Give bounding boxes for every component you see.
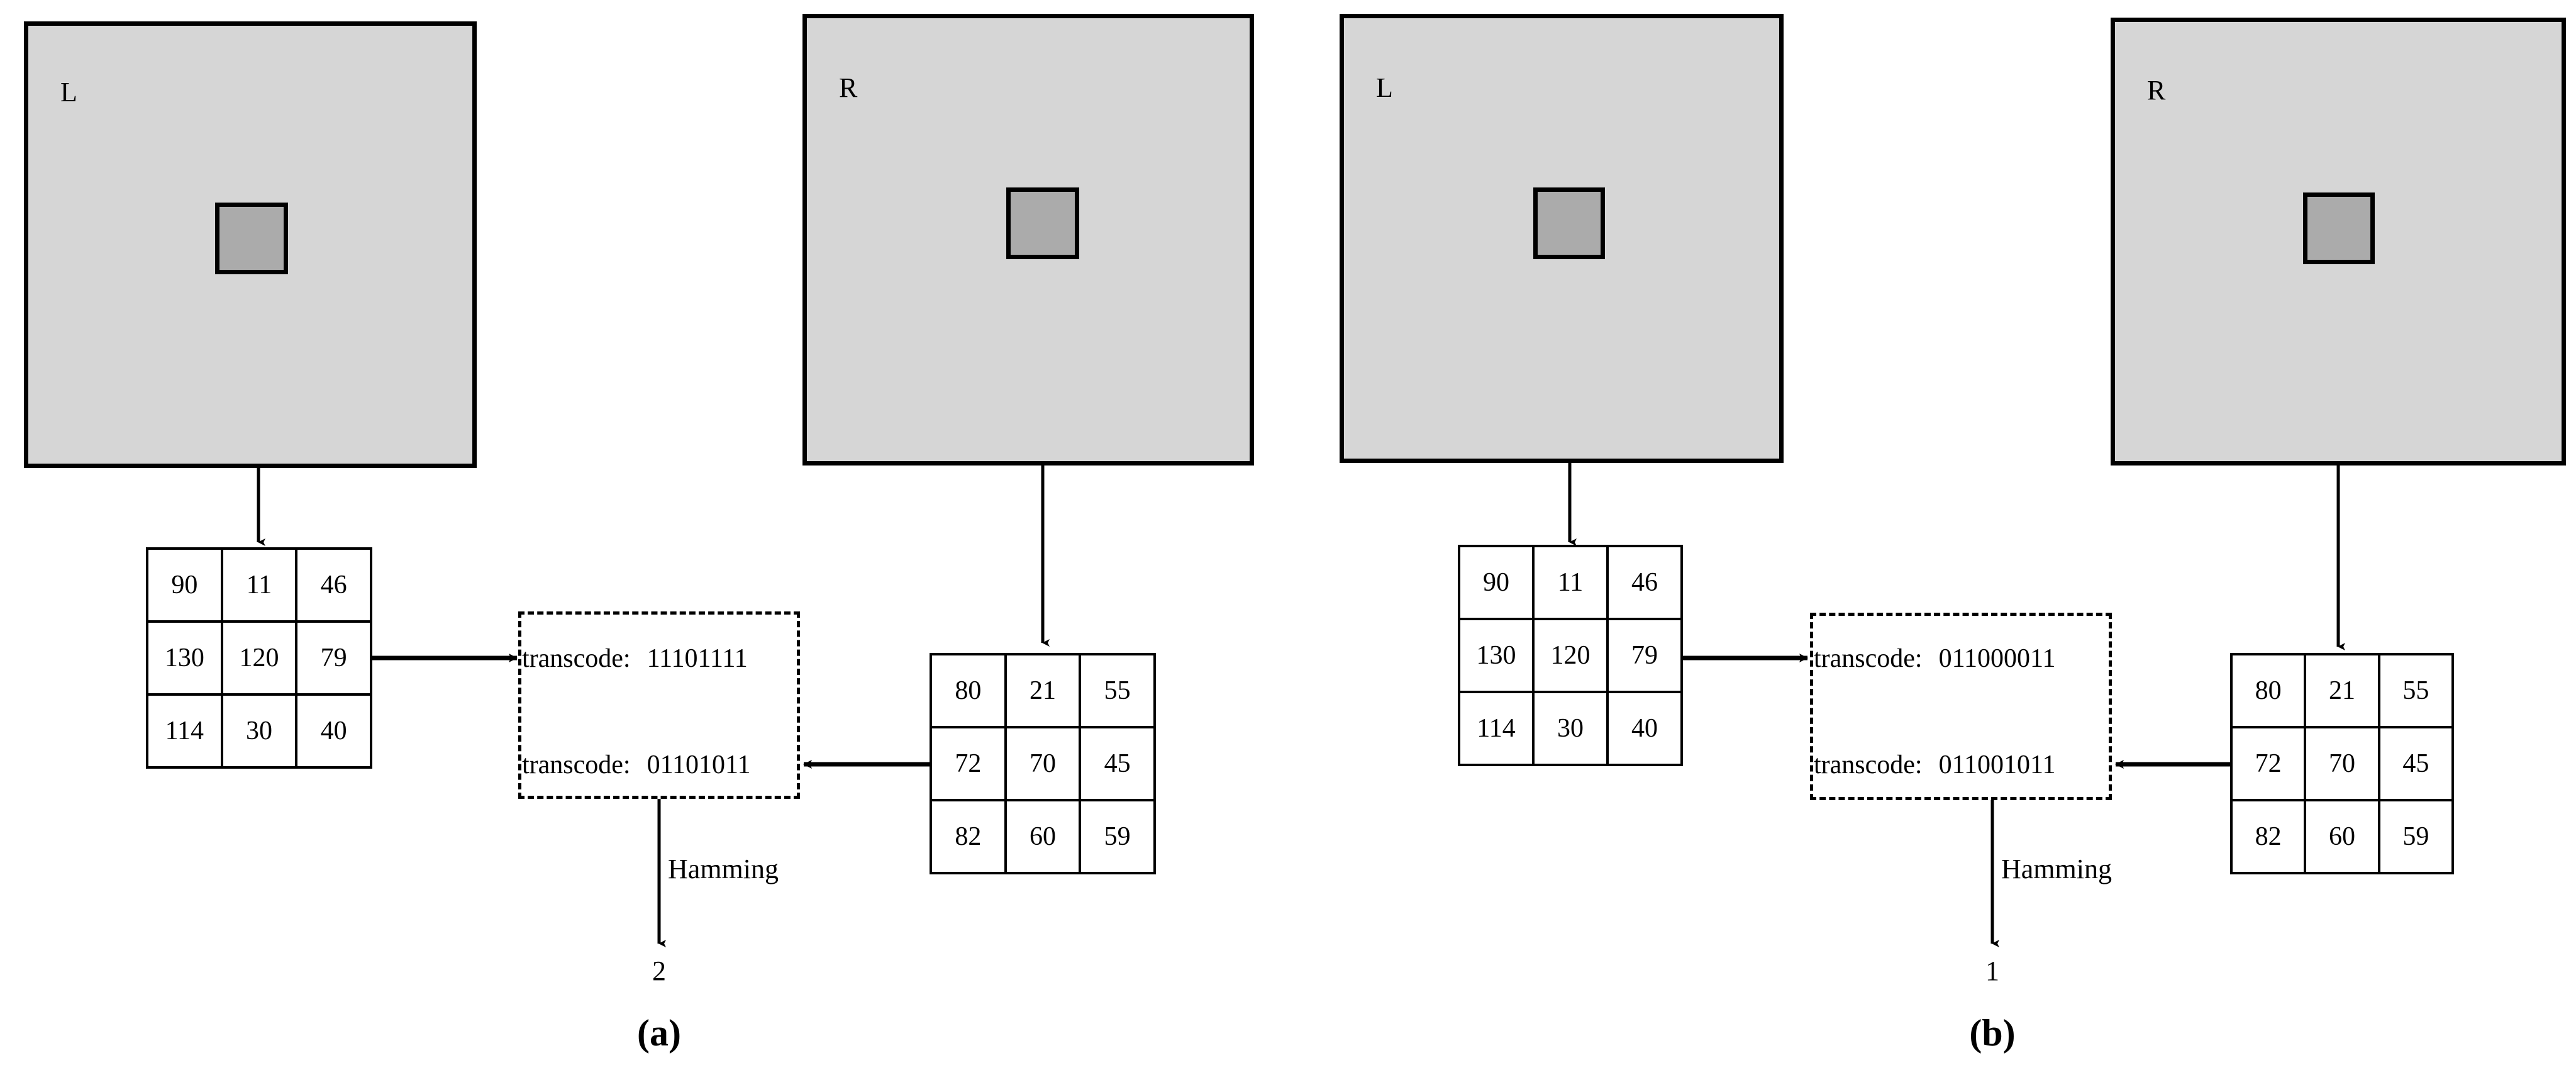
image-panel-b-right-label: R bbox=[2147, 75, 2166, 106]
matrix-cell: 30 bbox=[220, 693, 298, 769]
matrix-cell: 40 bbox=[1606, 691, 1683, 766]
matrix-cell: 72 bbox=[2229, 726, 2307, 801]
subfigure-caption-b: (b) bbox=[1969, 1012, 2016, 1054]
matrix-cell: 21 bbox=[2304, 653, 2380, 728]
matrix-cell: 82 bbox=[2229, 799, 2307, 874]
matrix-cell: 55 bbox=[2377, 653, 2455, 728]
transcode-b-top-label: transcode: bbox=[1814, 644, 1923, 673]
matrix-cell: 46 bbox=[295, 547, 372, 623]
matrix-b-right: 80 21 55 72 70 45 82 60 59 bbox=[2229, 653, 2455, 874]
matrix-cell: 21 bbox=[1004, 653, 1082, 728]
table-row: 82 60 59 bbox=[930, 799, 1156, 874]
patch-b-left bbox=[1533, 187, 1605, 259]
subfigure-caption-a: (a) bbox=[637, 1012, 681, 1054]
matrix-cell: 11 bbox=[1532, 545, 1609, 620]
matrix-cell: 70 bbox=[1004, 726, 1082, 801]
matrix-cell: 70 bbox=[2304, 726, 2380, 801]
table-row: 114 30 40 bbox=[1458, 691, 1683, 766]
image-panel-a-left-label: L bbox=[60, 77, 77, 108]
matrix-cell: 130 bbox=[146, 620, 223, 696]
patch-a-right bbox=[1006, 187, 1079, 259]
matrix-cell: 59 bbox=[1079, 799, 1156, 874]
hamming-b-label: Hamming bbox=[2001, 854, 2112, 884]
matrix-cell: 80 bbox=[2229, 653, 2307, 728]
matrix-cell: 90 bbox=[146, 547, 223, 623]
hamming-a-label: Hamming bbox=[668, 854, 779, 884]
table-row: 130 120 79 bbox=[146, 620, 372, 696]
matrix-cell: 72 bbox=[930, 726, 1007, 801]
transcode-b-top: transcode: 011000011 bbox=[1814, 645, 2055, 672]
matrix-cell: 60 bbox=[1004, 799, 1082, 874]
transcode-a-top-label: transcode: bbox=[522, 644, 631, 673]
matrix-a-right: 80 21 55 72 70 45 82 60 59 bbox=[930, 653, 1156, 874]
table-row: 80 21 55 bbox=[930, 653, 1156, 728]
matrix-cell: 120 bbox=[220, 620, 298, 696]
transcode-a-top: transcode: 11101111 bbox=[522, 645, 748, 672]
table-row: 90 11 46 bbox=[1458, 545, 1683, 620]
transcode-box-b bbox=[1810, 613, 2112, 800]
transcode-a-bottom: transcode: 01101011 bbox=[522, 752, 750, 778]
matrix-cell: 114 bbox=[146, 693, 223, 769]
table-row: 82 60 59 bbox=[2229, 799, 2455, 874]
matrix-cell: 45 bbox=[1079, 726, 1156, 801]
matrix-cell: 80 bbox=[930, 653, 1007, 728]
image-panel-b-left-label: L bbox=[1376, 72, 1393, 103]
transcode-b-bottom-value: 011001011 bbox=[1938, 750, 2056, 779]
matrix-b-left: 90 11 46 130 120 79 114 30 40 bbox=[1458, 545, 1683, 766]
matrix-cell: 45 bbox=[2377, 726, 2455, 801]
table-row: 72 70 45 bbox=[2229, 726, 2455, 801]
patch-a-left bbox=[215, 203, 288, 274]
matrix-cell: 82 bbox=[930, 799, 1007, 874]
matrix-cell: 30 bbox=[1532, 691, 1609, 766]
matrix-cell: 46 bbox=[1606, 545, 1683, 620]
table-row: 90 11 46 bbox=[146, 547, 372, 623]
hamming-a-value: 2 bbox=[652, 956, 666, 986]
image-panel-a-right-label: R bbox=[839, 72, 858, 103]
matrix-cell: 59 bbox=[2377, 799, 2455, 874]
matrix-cell: 120 bbox=[1532, 618, 1609, 693]
table-row: 114 30 40 bbox=[146, 693, 372, 769]
matrix-cell: 40 bbox=[295, 693, 372, 769]
transcode-box-a bbox=[518, 611, 800, 799]
matrix-cell: 60 bbox=[2304, 799, 2380, 874]
matrix-cell: 79 bbox=[1606, 618, 1683, 693]
transcode-a-top-value: 11101111 bbox=[647, 644, 748, 673]
patch-b-right bbox=[2303, 192, 2375, 264]
matrix-a-left: 90 11 46 130 120 79 114 30 40 bbox=[146, 547, 372, 769]
hamming-b-value: 1 bbox=[1985, 956, 1999, 986]
matrix-cell: 130 bbox=[1458, 618, 1535, 693]
transcode-a-bottom-label: transcode: bbox=[522, 750, 631, 779]
matrix-cell: 90 bbox=[1458, 545, 1535, 620]
matrix-cell: 79 bbox=[295, 620, 372, 696]
matrix-cell: 114 bbox=[1458, 691, 1535, 766]
matrix-cell: 11 bbox=[220, 547, 298, 623]
transcode-a-bottom-value: 01101011 bbox=[647, 750, 751, 779]
table-row: 130 120 79 bbox=[1458, 618, 1683, 693]
transcode-b-top-value: 011000011 bbox=[1938, 644, 2056, 673]
table-row: 72 70 45 bbox=[930, 726, 1156, 801]
transcode-b-bottom-label: transcode: bbox=[1814, 750, 1923, 779]
transcode-b-bottom: transcode: 011001011 bbox=[1814, 752, 2055, 778]
table-row: 80 21 55 bbox=[2229, 653, 2455, 728]
matrix-cell: 55 bbox=[1079, 653, 1156, 728]
